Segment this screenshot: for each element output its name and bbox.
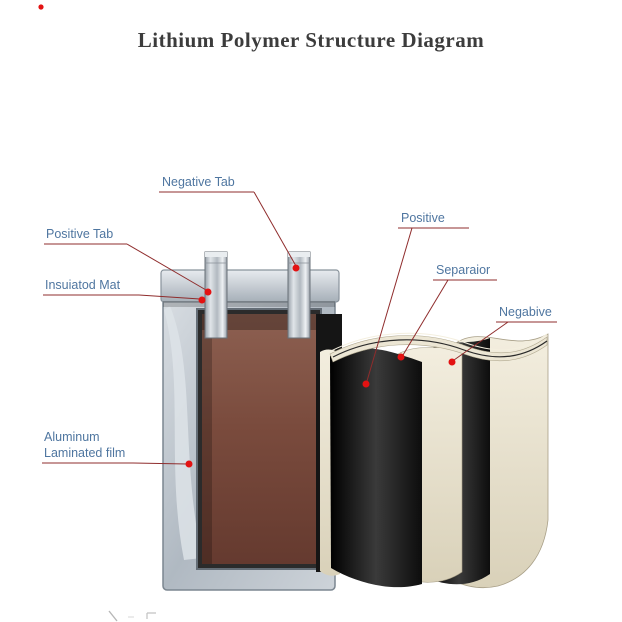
insulated-mat-leader-line bbox=[138, 294, 201, 300]
callout-negative-tab: Negative Tab bbox=[159, 175, 300, 272]
diagram-title: Lithium Polymer Structure Diagram bbox=[137, 28, 485, 52]
positive-tab bbox=[204, 251, 228, 339]
label-aluminum-line2: Laminated film bbox=[44, 446, 125, 460]
crop-artifact-mark-1 bbox=[108, 610, 118, 622]
cell-core-left-shadow bbox=[202, 314, 212, 564]
crop-artifact-red-dot bbox=[38, 4, 44, 10]
aluminum-film-marker-dot bbox=[185, 460, 193, 468]
electrode-layer-stack bbox=[320, 332, 549, 588]
separator-layer-marker-dot bbox=[397, 353, 405, 361]
negative-layer-marker-dot bbox=[448, 358, 456, 366]
label-separator-layer: Separaior bbox=[436, 263, 490, 277]
negative-tab-marker-dot bbox=[292, 264, 300, 272]
crop-artifact-mark-2 bbox=[146, 612, 156, 619]
positive-tab-top-face bbox=[205, 252, 227, 257]
negative-tab-top-face bbox=[288, 252, 310, 257]
cell-core bbox=[202, 314, 316, 564]
pouch-top-seal bbox=[160, 269, 340, 303]
crop-artifacts bbox=[38, 4, 156, 622]
negative-tab-plate bbox=[287, 251, 311, 339]
positive-layer-sheet bbox=[330, 347, 422, 588]
callout-negative-layer: Negabive bbox=[448, 305, 557, 366]
label-positive-layer: Positive bbox=[401, 211, 445, 225]
label-negative-layer: Negabive bbox=[499, 305, 552, 319]
label-negative-tab: Negative Tab bbox=[162, 175, 235, 189]
label-positive-tab: Positive Tab bbox=[46, 227, 113, 241]
positive-layer-marker-dot bbox=[362, 380, 370, 388]
pouch-body bbox=[160, 269, 340, 591]
insulated-mat-marker-dot bbox=[198, 296, 206, 304]
aluminum-film-leader-line bbox=[132, 462, 188, 465]
callout-separator-layer: Separaior bbox=[397, 263, 497, 361]
separator-layer-leader-line bbox=[402, 279, 449, 356]
layer-top-dark-stripe bbox=[332, 339, 548, 358]
callout-aluminum-film: Aluminum Laminated film bbox=[42, 430, 193, 468]
positive-tab-marker-dot bbox=[204, 288, 212, 296]
negative-layer-leader-line bbox=[453, 321, 509, 361]
pouch-film-highlight bbox=[164, 306, 202, 560]
positive-layer-leader-line bbox=[366, 227, 413, 382]
positive-tab-leader-line bbox=[126, 243, 207, 291]
callout-positive-tab: Positive Tab bbox=[44, 227, 212, 296]
seal-shadow bbox=[163, 301, 335, 307]
callout-positive-layer: Positive bbox=[362, 211, 469, 388]
label-insulated-mat: Insuiatod Mat bbox=[45, 278, 121, 292]
layer-top-light-stripe bbox=[330, 332, 548, 352]
negative-tab bbox=[287, 251, 311, 339]
negative-tab-leader-line bbox=[253, 191, 297, 267]
label-aluminum-line1: Aluminum bbox=[44, 430, 100, 444]
callout-insulated-mat: Insuiatod Mat bbox=[43, 278, 206, 304]
